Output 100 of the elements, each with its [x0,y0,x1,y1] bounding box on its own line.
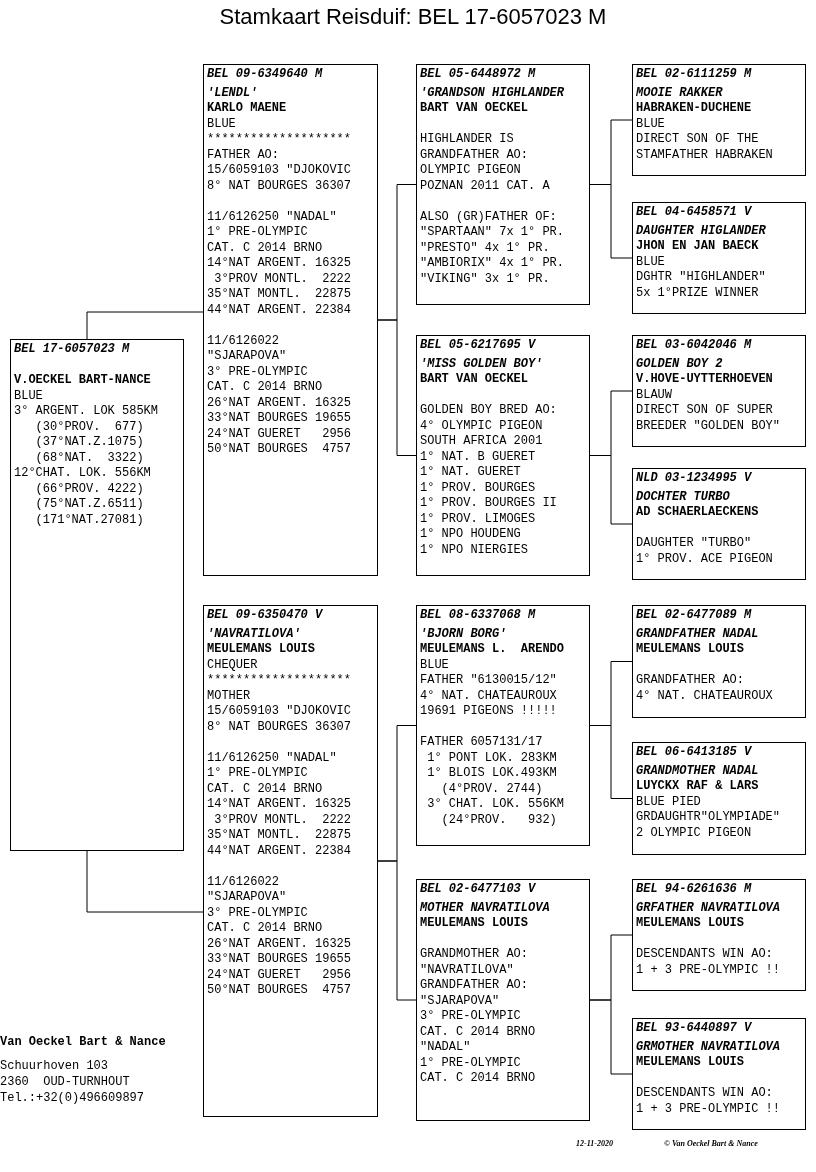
pedigree-text-line: CAT. C 2014 BRNO [207,380,324,396]
connector-line [86,850,204,913]
pedigree-text-line: BREEDER "GOLDEN BOY" [636,418,782,434]
pedigree-text-line: DIRECT SON OF THE [636,132,760,148]
pedigree-text-line: MEULEMANS LOUIS [207,642,317,658]
pedigree-text-line: GRANDFATHER NADAL [636,626,760,642]
pedigree-text-line: DAUGHTER HIGLANDER [636,223,767,239]
pedigree-text-line: 24°NAT GUERET 2956 [207,426,353,442]
pedigree-text-line: CAT. C 2014 BRNO [420,1071,537,1087]
pedigree-text-line: V.OECKEL BART-NANCE [14,373,152,389]
ring-number: BEL 09-6350470 V [207,608,324,624]
pedigree-card [416,605,590,846]
pedigree-text-line: 11/6126250 "NADAL" [207,750,338,766]
pedigree-text-line: 1° PROV. LIMOGES [420,511,537,527]
address-line: 2360 OUD-TURNHOUT [0,1074,130,1090]
pedigree-text-line: HABRAKEN-DUCHENE [636,101,753,117]
pedigree-text-line: SOUTH AFRICA 2001 [420,434,544,450]
pedigree-text-line: 19691 PIGEONS !!!!! [420,704,558,720]
pedigree-text-line: HIGHLANDER IS [420,132,515,148]
pedigree-text-line: KARLO MAENE [207,101,288,117]
pedigree-card [416,879,590,1121]
pedigree-text-line: BLUE [636,254,666,270]
pedigree-text-line: 33°NAT BOURGES 19655 [207,952,353,968]
ring-number: BEL 93-6440897 V [636,1021,753,1037]
ring-number: BEL 02-6477089 M [636,608,753,624]
ring-number: BEL 02-6111259 M [636,67,753,83]
pedigree-card [632,202,806,314]
pedigree-text-line: GOLDEN BOY BRED AO: [420,403,558,419]
pedigree-text-line: 50°NAT BOURGES 4757 [207,442,353,458]
pedigree-text-line: 26°NAT ARGENT. 16325 [207,395,353,411]
address-line: Tel.:+32(0)496609897 [0,1090,145,1106]
ring-number: BEL 06-6413185 V [636,745,753,761]
connector-line [86,311,204,340]
pedigree-text-line: 'NAVRATILOVA' [207,626,302,642]
ring-number: BEL 02-6477103 V [420,882,537,898]
pedigree-text-line: 12°CHAT. LOK. 556KM [14,466,152,482]
pedigree-text-line: 33°NAT BOURGES 19655 [207,411,353,427]
pedigree-text-line: (68°NAT. 3322) [34,450,145,466]
pedigree-text-line: "NADAL" [420,1040,472,1056]
pedigree-text-line: JHON EN JAN BAECK [636,239,760,255]
pedigree-text-line: 2 OLYMPIC PIGEON [636,825,753,841]
pedigree-card [632,605,806,718]
page-title: Stamkaart Reisduif: BEL 17-6057023 M [218,4,608,30]
pedigree-text-line: 1° PRE-OLYMPIC [207,225,309,241]
pedigree-text-line: BLUE PIED [636,794,702,810]
pedigree-text-line: 'LENDL' [207,85,259,101]
pedigree-text-line: 'MISS GOLDEN BOY' [420,356,544,372]
pedigree-text-line: MOOIE RAKKER [636,85,724,101]
pedigree-text-line: DIRECT SON OF SUPER [636,403,774,419]
pedigree-text-line: "VIKING" 3x 1° PR. [420,271,551,287]
pedigree-text-line: DOCHTER TURBO [636,489,731,505]
pedigree-text-line: ******************** [207,132,353,148]
pedigree-card [632,468,806,580]
pedigree-text-line: 1° PROV. BOURGES II [420,496,558,512]
connector-line [589,999,633,1075]
pedigree-card [10,339,184,851]
pedigree-text-line: STAMFATHER HABRAKEN [636,147,774,163]
pedigree-text-line: 3° PRE-OLYMPIC [207,364,309,380]
pedigree-text-line: 3°PROV MONTL. 2222 [213,271,353,287]
pedigree-text-line: MOTHER [207,688,252,704]
pedigree-text-line: DGHTR "HIGHLANDER" [636,270,767,286]
pedigree-text-line: 1 + 3 PRE-OLYMPIC !! [636,1101,782,1117]
ring-number: BEL 08-6337068 M [420,608,537,624]
pedigree-text-line: FATHER AO: [207,147,280,163]
pedigree-text-line: 4° NAT. CHATEAUROUX [636,688,774,704]
pedigree-text-line: ******************** [207,673,353,689]
pedigree-text-line: (171°NAT.27081) [34,512,145,528]
pedigree-text-line: BLUE [420,657,450,673]
connector-line [377,319,417,456]
pedigree-text-line: "SJARAPOVA" [420,993,501,1009]
ring-number: BEL 09-6349640 M [207,67,324,83]
pedigree-text-line: 44°NAT ARGENT. 22384 [207,302,353,318]
pedigree-text-line: DESCENDANTS WIN AO: [636,947,774,963]
pedigree-text-line: 14°NAT ARGENT. 16325 [207,797,353,813]
pedigree-text-line: 8° NAT BOURGES 36307 [207,178,353,194]
address-line: Schuurhoven 103 [0,1058,109,1074]
pedigree-text-line: 35°NAT MONTL. 22875 [207,287,353,303]
pedigree-text-line: CAT. C 2014 BRNO [420,1024,537,1040]
pedigree-text-line: "SJARAPOVA" [207,349,288,365]
copyright-text: © Van Oeckel Bart & Nance [664,1138,758,1150]
pedigree-text-line: "SPARTAAN" 7x 1° PR. [420,225,566,241]
pedigree-card [416,64,590,305]
ring-number: BEL 94-6261636 M [636,882,753,898]
pedigree-text-line: BLAUW [636,387,673,403]
pedigree-text-line: 3°PROV MONTL. 2222 [213,812,353,828]
pedigree-text-line: (30°PROV. 677) [34,419,145,435]
pedigree-text-line: AD SCHAERLAECKENS [636,505,760,521]
pedigree-text-line: 1° PRE-OLYMPIC [420,1055,522,1071]
pedigree-text-line: 15/6059103 "DJOKOVIC [207,163,353,179]
pedigree-card [203,605,378,1117]
pedigree-text-line: 3° PRE-OLYMPIC [420,1009,522,1025]
pedigree-text-line: 3° ARGENT. LOK 585KM [14,404,160,420]
ring-number: BEL 17-6057023 M [14,342,131,358]
connector-line [377,860,417,1001]
pedigree-text-line: BLUE [14,388,44,404]
pedigree-text-line: FATHER "6130015/12" [420,673,558,689]
pedigree-text-line: GRANDFATHER AO: [420,978,530,994]
pedigree-text-line: GRANDFATHER AO: [636,673,746,689]
pedigree-text-line: 1° NAT. B GUERET [420,449,537,465]
pedigree-text-line: 1° NAT. GUERET [420,465,522,481]
